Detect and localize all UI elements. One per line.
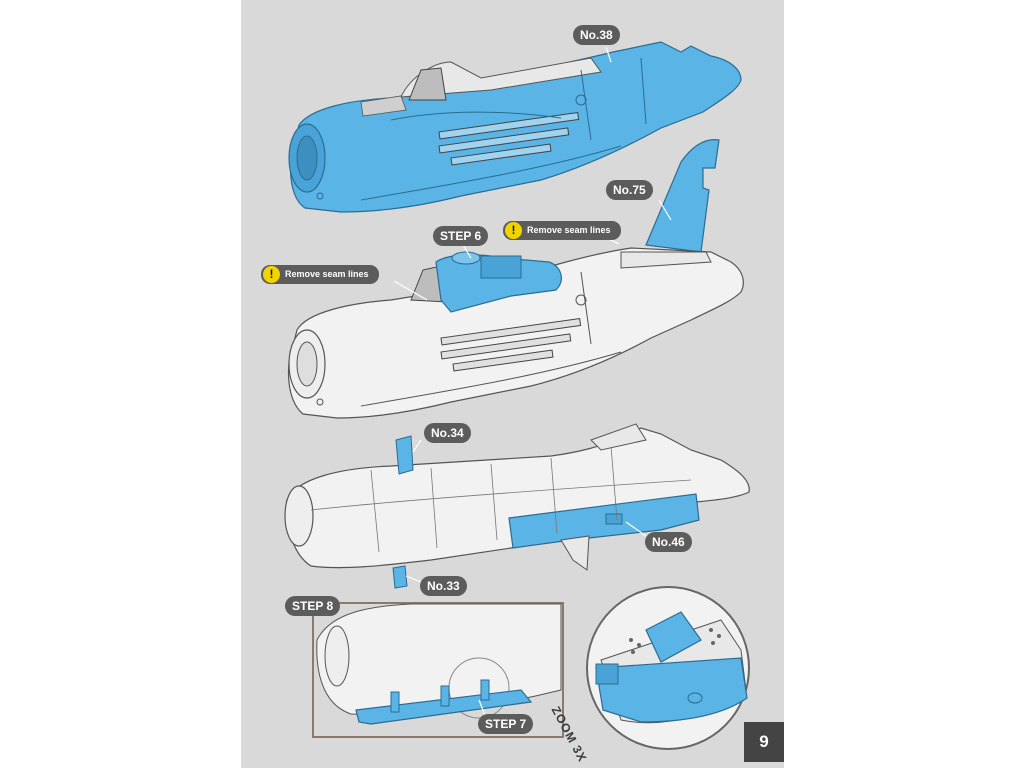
fuselage-top-blue: [288, 41, 742, 213]
seam-lines-note-text: Remove seam lines: [527, 225, 611, 235]
step-label-step7: STEP 7: [478, 714, 534, 734]
exclamation-circle-icon: !: [263, 266, 280, 283]
zoom-detail-circle: [586, 586, 750, 750]
page-number: 9: [744, 722, 784, 762]
instruction-page: No.38 No.75 STEP 6 ! Remove seam lines !…: [241, 0, 784, 768]
part-label-no38: No.38: [573, 25, 620, 45]
seam-lines-note-upper: ! Remove seam lines: [503, 221, 621, 240]
part-label-no46: No.46: [645, 532, 692, 552]
seam-lines-note-lower: ! Remove seam lines: [261, 265, 379, 284]
part-label-no75: No.75: [606, 180, 653, 200]
step8-frame: [312, 602, 564, 738]
assembly-illustration: [284, 41, 750, 750]
part-label-no33: No.33: [420, 576, 467, 596]
step-label-step8: STEP 8: [285, 596, 341, 616]
fuselage-middle-white: [287, 247, 744, 419]
exclamation-circle-icon: !: [505, 222, 522, 239]
step-label-step6: STEP 6: [433, 226, 489, 246]
part-label-no34: No.34: [424, 423, 471, 443]
vertical-fin-part: [645, 139, 720, 253]
seam-lines-note-text: Remove seam lines: [285, 269, 369, 279]
fuselage-lower-white: [284, 423, 750, 589]
